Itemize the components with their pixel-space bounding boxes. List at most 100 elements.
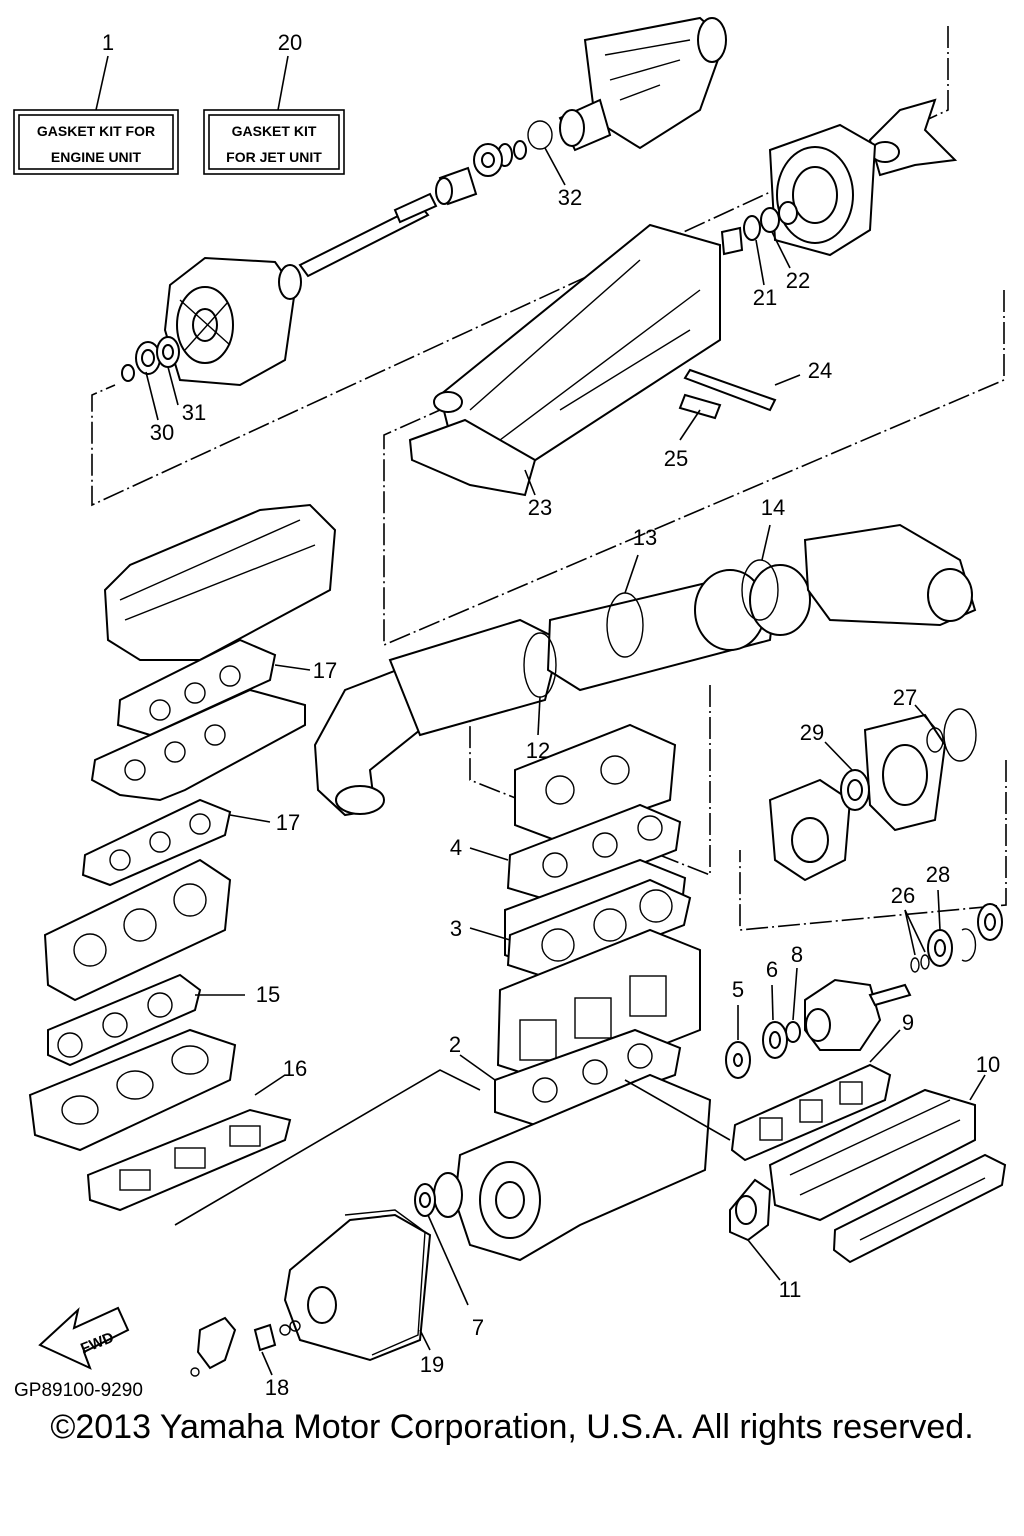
callout-25[interactable]: 25 bbox=[664, 446, 688, 471]
exhaust-frame bbox=[383, 290, 1005, 647]
leader-16 bbox=[254, 1074, 286, 1096]
intake-housing bbox=[163, 256, 297, 387]
callout-22[interactable]: 22 bbox=[786, 268, 810, 293]
callout-13[interactable]: 13 bbox=[633, 525, 657, 550]
seal-6 bbox=[762, 1021, 788, 1059]
gasket-19 bbox=[344, 1209, 426, 1356]
leader-29 bbox=[824, 741, 853, 771]
callout-18[interactable]: 18 bbox=[265, 1375, 289, 1400]
gasket-14 bbox=[741, 559, 779, 621]
callout-15[interactable]: 15 bbox=[256, 982, 280, 1007]
callout-26[interactable]: 26 bbox=[891, 883, 915, 908]
leader-4 bbox=[469, 847, 509, 861]
cylinder-frame bbox=[469, 685, 711, 877]
gasket-17-upper bbox=[116, 638, 277, 737]
kit-engine-line2: ENGINE UNIT bbox=[51, 149, 142, 165]
callout-19[interactable]: 19 bbox=[420, 1352, 444, 1377]
jet-pump-housing bbox=[583, 16, 727, 150]
callout-32[interactable]: 32 bbox=[558, 185, 582, 210]
bearing-31 bbox=[135, 336, 180, 375]
base-gasket-2 bbox=[494, 1028, 682, 1127]
bearing-21 bbox=[720, 215, 761, 256]
callout-5[interactable]: 5 bbox=[732, 977, 744, 1002]
water-box bbox=[803, 523, 977, 627]
crankcase bbox=[453, 1073, 712, 1262]
callout-29[interactable]: 29 bbox=[800, 720, 824, 745]
leader-28 bbox=[937, 889, 941, 931]
leader-24 bbox=[774, 374, 801, 386]
intake-manifold bbox=[28, 1028, 237, 1152]
crankshaft-seal-washer bbox=[414, 1172, 463, 1218]
seal-8 bbox=[785, 1021, 801, 1043]
leader-17b bbox=[229, 814, 271, 823]
pump-housing-27 bbox=[863, 713, 947, 832]
leader-30 bbox=[145, 371, 159, 421]
callout-14[interactable]: 14 bbox=[761, 495, 785, 520]
leader-18 bbox=[261, 1351, 273, 1376]
circlip bbox=[961, 928, 977, 962]
callout-1[interactable]: 1 bbox=[102, 30, 114, 55]
callout-11[interactable]: 11 bbox=[779, 1277, 802, 1302]
callout-21[interactable]: 21 bbox=[753, 285, 777, 310]
callout-31[interactable]: 31 bbox=[182, 400, 206, 425]
leader-12 bbox=[537, 696, 541, 736]
callout-9[interactable]: 9 bbox=[902, 1010, 914, 1035]
callout-28[interactable]: 28 bbox=[926, 862, 950, 887]
carburetor-assembly bbox=[43, 858, 232, 1002]
leader-23 bbox=[524, 469, 536, 496]
manifold-bracket-line bbox=[624, 1079, 731, 1141]
o-ring-32 bbox=[527, 120, 553, 150]
leader-25 bbox=[679, 409, 701, 441]
gasket-17-lower bbox=[81, 798, 232, 887]
callout-4[interactable]: 4 bbox=[450, 835, 462, 860]
callout-16[interactable]: 16 bbox=[283, 1056, 307, 1081]
gasket-kit-engine-box[interactable]: GASKET KIT FOR ENGINE UNIT bbox=[13, 109, 179, 175]
leader-26b bbox=[904, 909, 926, 953]
plate-24 bbox=[683, 368, 777, 412]
seal-5 bbox=[725, 1041, 751, 1079]
gasket-9 bbox=[730, 1063, 892, 1162]
callout-2[interactable]: 2 bbox=[449, 1032, 461, 1057]
callout-17a[interactable]: 17 bbox=[313, 658, 337, 683]
cover-11 bbox=[729, 1178, 772, 1242]
jet-unit-frame bbox=[91, 26, 949, 507]
forward-arrow-icon: FWD bbox=[38, 1306, 130, 1370]
coupler-sleeve bbox=[435, 166, 478, 206]
callout-27[interactable]: 27 bbox=[893, 685, 917, 710]
callout-24[interactable]: 24 bbox=[808, 358, 832, 383]
leader-27 bbox=[914, 704, 936, 729]
leader-7 bbox=[427, 1214, 469, 1306]
exhaust-manifold bbox=[768, 1088, 976, 1222]
pump-frame bbox=[739, 760, 1007, 931]
kit-engine-line1: GASKET KIT FOR bbox=[37, 123, 155, 139]
callout-23[interactable]: 23 bbox=[528, 495, 552, 520]
gasket-10 bbox=[832, 1153, 1007, 1264]
leader-9 bbox=[869, 1029, 901, 1063]
callout-3[interactable]: 3 bbox=[450, 916, 462, 941]
impeller-housing bbox=[768, 123, 877, 257]
callout-10[interactable]: 10 bbox=[976, 1052, 1000, 1077]
callout-20[interactable]: 20 bbox=[278, 30, 302, 55]
leader-22 bbox=[771, 231, 791, 269]
seal-30 bbox=[121, 364, 135, 382]
gasket-kit-jet-box[interactable]: GASKET KIT FOR JET UNIT bbox=[203, 109, 345, 175]
leader-3 bbox=[469, 927, 511, 941]
air-intake-cover bbox=[103, 503, 337, 661]
leader-11 bbox=[747, 1239, 781, 1281]
callout-17b[interactable]: 17 bbox=[276, 810, 300, 835]
callout-7[interactable]: 7 bbox=[472, 1315, 484, 1340]
leader-13 bbox=[624, 554, 639, 594]
head-gasket-4 bbox=[506, 803, 682, 902]
callout-6[interactable]: 6 bbox=[766, 957, 778, 982]
leader-10 bbox=[969, 1074, 986, 1101]
leader-19 bbox=[419, 1329, 431, 1351]
callout-8[interactable]: 8 bbox=[791, 942, 803, 967]
reed-valve-gasket-16 bbox=[86, 1108, 292, 1212]
coupling-shaft bbox=[804, 978, 912, 1051]
callout-30[interactable]: 30 bbox=[150, 420, 174, 445]
leader-1 bbox=[95, 55, 109, 111]
head-gasket-3 bbox=[506, 878, 692, 980]
leader-31 bbox=[167, 366, 179, 406]
magneto-cover bbox=[283, 1213, 432, 1362]
leader-8 bbox=[792, 967, 798, 1021]
